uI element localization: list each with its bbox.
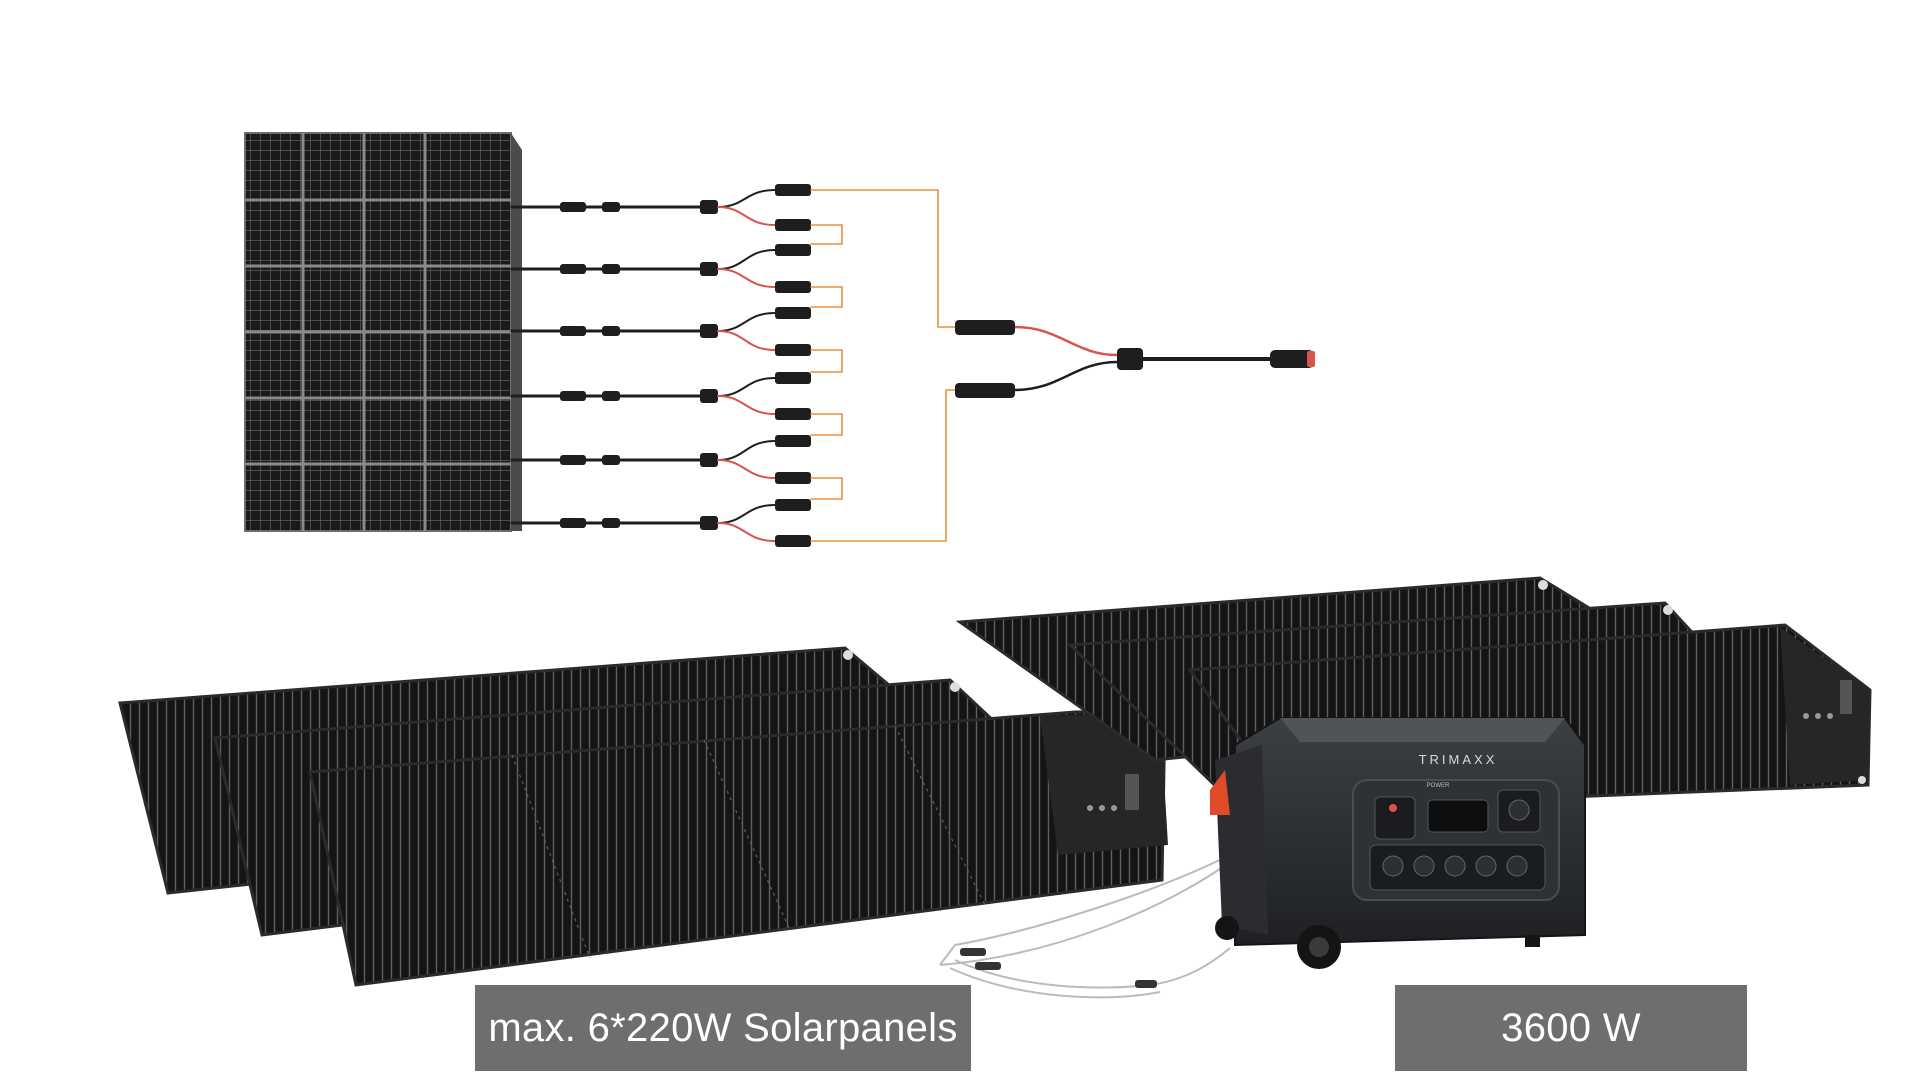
stacked-panels-diagram (244, 132, 522, 532)
power-output-caption-text: 3600 W (1501, 1005, 1641, 1050)
wiring-diagram (244, 132, 1315, 547)
power-station: TRIMAXX POWER (1210, 717, 1586, 969)
wheel (1215, 916, 1239, 940)
power-button[interactable] (1389, 804, 1397, 812)
panel-cables-diagram (510, 184, 956, 547)
solar-panels-left (118, 646, 1168, 987)
y-adapter-diagram (955, 320, 1315, 398)
solar-panels-caption: max. 6*220W Solarpanels (475, 985, 971, 1071)
ac-outlet (1413, 855, 1435, 877)
ac-outlet (1382, 855, 1404, 877)
brand-logo: TRIMAXX (1419, 752, 1498, 767)
power-text: POWER (1427, 783, 1450, 789)
power-output-caption: 3600 W (1395, 985, 1747, 1071)
wheel (1297, 925, 1341, 969)
ac-outlet (1475, 855, 1497, 877)
ac-outlet (1444, 855, 1466, 877)
station-cables (939, 854, 1231, 999)
ac-outlet (1506, 855, 1528, 877)
display-screen (1427, 799, 1489, 833)
solar-panels-caption-text: max. 6*220W Solarpanels (488, 1005, 958, 1050)
